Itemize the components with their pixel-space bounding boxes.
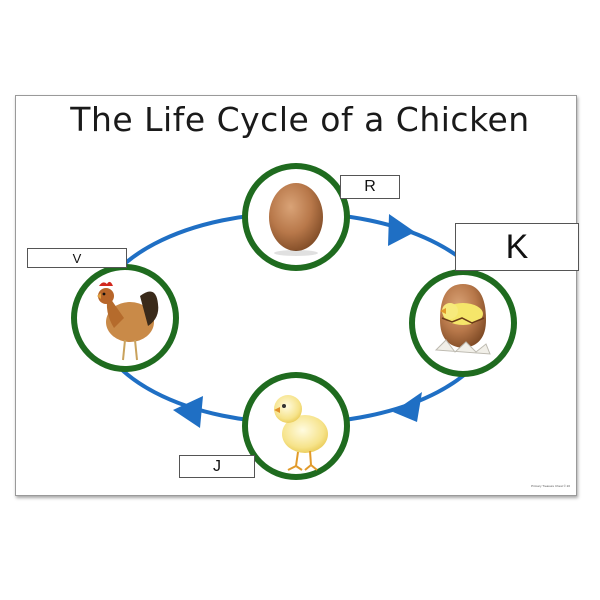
arrow-egg-to-hatch bbox=[388, 214, 415, 246]
page-title: The Life Cycle of a Chicken bbox=[70, 100, 530, 139]
label-box-hen: V bbox=[27, 248, 127, 268]
stage-hen bbox=[71, 264, 179, 372]
stage-hatching bbox=[409, 269, 517, 377]
stage-egg bbox=[242, 163, 350, 271]
hen-icon bbox=[97, 281, 159, 361]
label-box-chick: J bbox=[179, 455, 255, 478]
label-box-egg: R bbox=[340, 175, 400, 199]
arrow-hatch-to-chick bbox=[393, 392, 422, 422]
stage-chick bbox=[242, 372, 350, 480]
egg-icon bbox=[269, 183, 323, 251]
footer-credit: Primary Treasure Chest © 20 bbox=[531, 484, 570, 488]
arrow-chick-to-hen bbox=[173, 396, 203, 428]
hatching-egg-icon bbox=[434, 284, 491, 355]
chick-icon bbox=[274, 395, 328, 471]
label-box-hatching: K bbox=[455, 223, 579, 271]
